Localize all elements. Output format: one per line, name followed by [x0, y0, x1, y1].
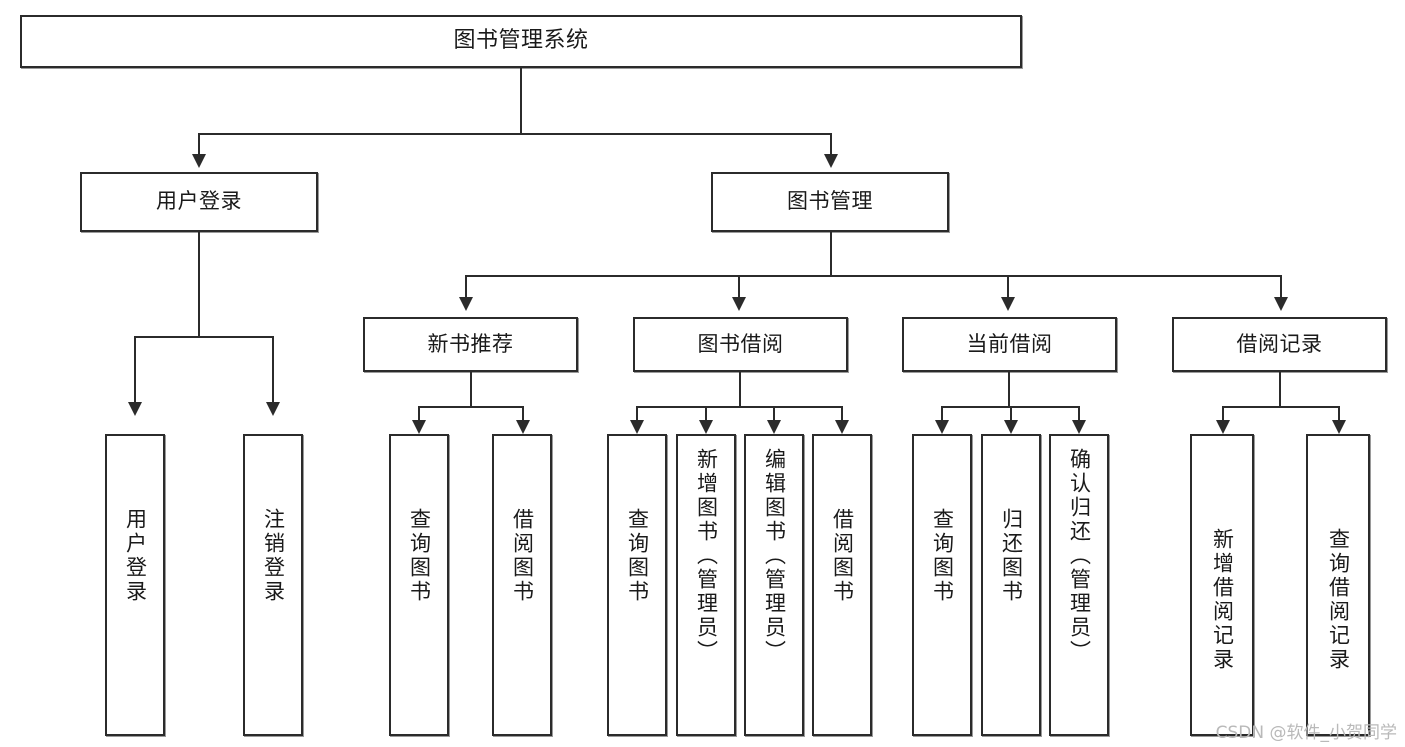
connector-g2-leaf2: [705, 406, 707, 428]
leaf-add-borrow-record[interactable]: 新增借阅记录: [1190, 434, 1254, 736]
node-label: 确认归还（管理员）: [1067, 448, 1092, 664]
arrowhead-g2-leaf4: [835, 420, 849, 434]
arrowhead-g3-leaf1: [935, 420, 949, 434]
node-label: 归还图书: [999, 508, 1024, 604]
leaf-query-book-recommend[interactable]: 查询图书: [389, 434, 449, 736]
connector-login-stem: [198, 232, 200, 338]
arrowhead-root-to-manage: [824, 154, 838, 168]
leaf-query-book-borrow[interactable]: 查询图书: [607, 434, 667, 736]
arrowhead-g2-leaf1: [630, 420, 644, 434]
leaf-add-book-admin[interactable]: 新增图书（管理员）: [676, 434, 736, 736]
leaf-query-borrow-record[interactable]: 查询借阅记录: [1306, 434, 1370, 736]
arrowhead-g4-leaf2: [1332, 420, 1346, 434]
leaf-query-book-current[interactable]: 查询图书: [912, 434, 972, 736]
arrowhead-g1-leaf1: [412, 420, 426, 434]
leaf-edit-book-admin[interactable]: 编辑图书（管理员）: [744, 434, 804, 736]
node-label: 查询图书: [407, 508, 432, 604]
connector-g2-leaf1: [636, 406, 638, 428]
connector-g3-stem: [1008, 372, 1010, 408]
connector-g4-leaf1: [1222, 406, 1224, 428]
arrowhead-g2-leaf3: [767, 420, 781, 434]
connector-manage-to-g2: [738, 275, 740, 299]
connector-g3-leaf1: [941, 406, 943, 428]
node-book-management[interactable]: 图书管理: [711, 172, 949, 232]
leaf-logout[interactable]: 注销登录: [243, 434, 303, 736]
node-label: 新书推荐: [427, 331, 514, 356]
connector-g1-leaf1: [418, 406, 420, 428]
leaf-return-book[interactable]: 归还图书: [981, 434, 1041, 736]
connector-login-to-leaf2: [272, 336, 274, 404]
arrowhead-g4-leaf1: [1216, 420, 1230, 434]
node-label: 借阅记录: [1236, 331, 1323, 356]
node-label: 借阅图书: [510, 508, 535, 604]
connector-g1-stem: [470, 372, 472, 408]
connector-login-bus: [134, 336, 274, 338]
node-label: 用户登录: [123, 508, 148, 604]
node-label: 用户登录: [156, 189, 242, 214]
arrowhead-login-leaf2: [266, 402, 280, 416]
node-label: 新增借阅记录: [1210, 528, 1235, 672]
node-label: 图书借阅: [697, 331, 784, 356]
connector-g1-bus: [418, 406, 524, 408]
node-label: 注销登录: [261, 508, 286, 604]
connector-g2-stem: [739, 372, 741, 408]
arrowhead-manage-g3: [1001, 297, 1015, 311]
connector-g2-leaf4: [841, 406, 843, 428]
leaf-borrow-book-recommend[interactable]: 借阅图书: [492, 434, 552, 736]
arrowhead-g1-leaf2: [516, 420, 530, 434]
arrowhead-g3-leaf3: [1072, 420, 1086, 434]
connector-manage-bus: [465, 275, 1282, 277]
connector-g4-bus: [1222, 406, 1339, 408]
arrowhead-manage-g4: [1274, 297, 1288, 311]
connector-g3-leaf3: [1078, 406, 1080, 428]
connector-manage-to-g1: [465, 275, 467, 299]
connector-root-to-manage: [830, 133, 832, 156]
connector-manage-stem: [830, 232, 832, 277]
connector-g2-leaf3: [773, 406, 775, 428]
connector-root-bus: [198, 133, 832, 135]
node-new-book-recommend[interactable]: 新书推荐: [363, 317, 578, 372]
node-label: 编辑图书（管理员）: [762, 448, 787, 664]
leaf-borrow-book[interactable]: 借阅图书: [812, 434, 872, 736]
node-current-borrow[interactable]: 当前借阅: [902, 317, 1117, 372]
node-label: 图书管理: [787, 189, 873, 214]
connector-g4-leaf2: [1338, 406, 1340, 428]
connector-g1-leaf2: [522, 406, 524, 428]
arrowhead-manage-g1: [459, 297, 473, 311]
connector-g4-stem: [1279, 372, 1281, 408]
leaf-confirm-return-admin[interactable]: 确认归还（管理员）: [1049, 434, 1109, 736]
node-label: 新增图书（管理员）: [694, 448, 719, 664]
leaf-user-login[interactable]: 用户登录: [105, 434, 165, 736]
connector-root-stem: [520, 68, 522, 134]
arrowhead-manage-g2: [732, 297, 746, 311]
node-label: 查询图书: [625, 508, 650, 604]
node-label: 图书管理系统: [453, 28, 589, 54]
connector-g2-bus: [636, 406, 843, 408]
connector-root-to-login: [198, 133, 200, 156]
connector-login-to-leaf1: [134, 336, 136, 404]
connector-manage-to-g4: [1280, 275, 1282, 299]
node-label: 当前借阅: [966, 331, 1053, 356]
node-label: 查询图书: [930, 508, 955, 604]
node-root-system[interactable]: 图书管理系统: [20, 15, 1022, 68]
arrowhead-root-to-login: [192, 154, 206, 168]
arrowhead-login-leaf1: [128, 402, 142, 416]
connector-manage-to-g3: [1007, 275, 1009, 299]
node-book-borrow[interactable]: 图书借阅: [633, 317, 848, 372]
node-user-login[interactable]: 用户登录: [80, 172, 318, 232]
arrowhead-g2-leaf2: [699, 420, 713, 434]
node-label: 查询借阅记录: [1326, 528, 1351, 672]
arrowhead-g3-leaf2: [1004, 420, 1018, 434]
node-borrow-record[interactable]: 借阅记录: [1172, 317, 1387, 372]
connector-g3-leaf2: [1010, 406, 1012, 428]
node-label: 借阅图书: [830, 508, 855, 604]
watermark-text: CSDN @软件_小贺同学: [1215, 723, 1397, 743]
